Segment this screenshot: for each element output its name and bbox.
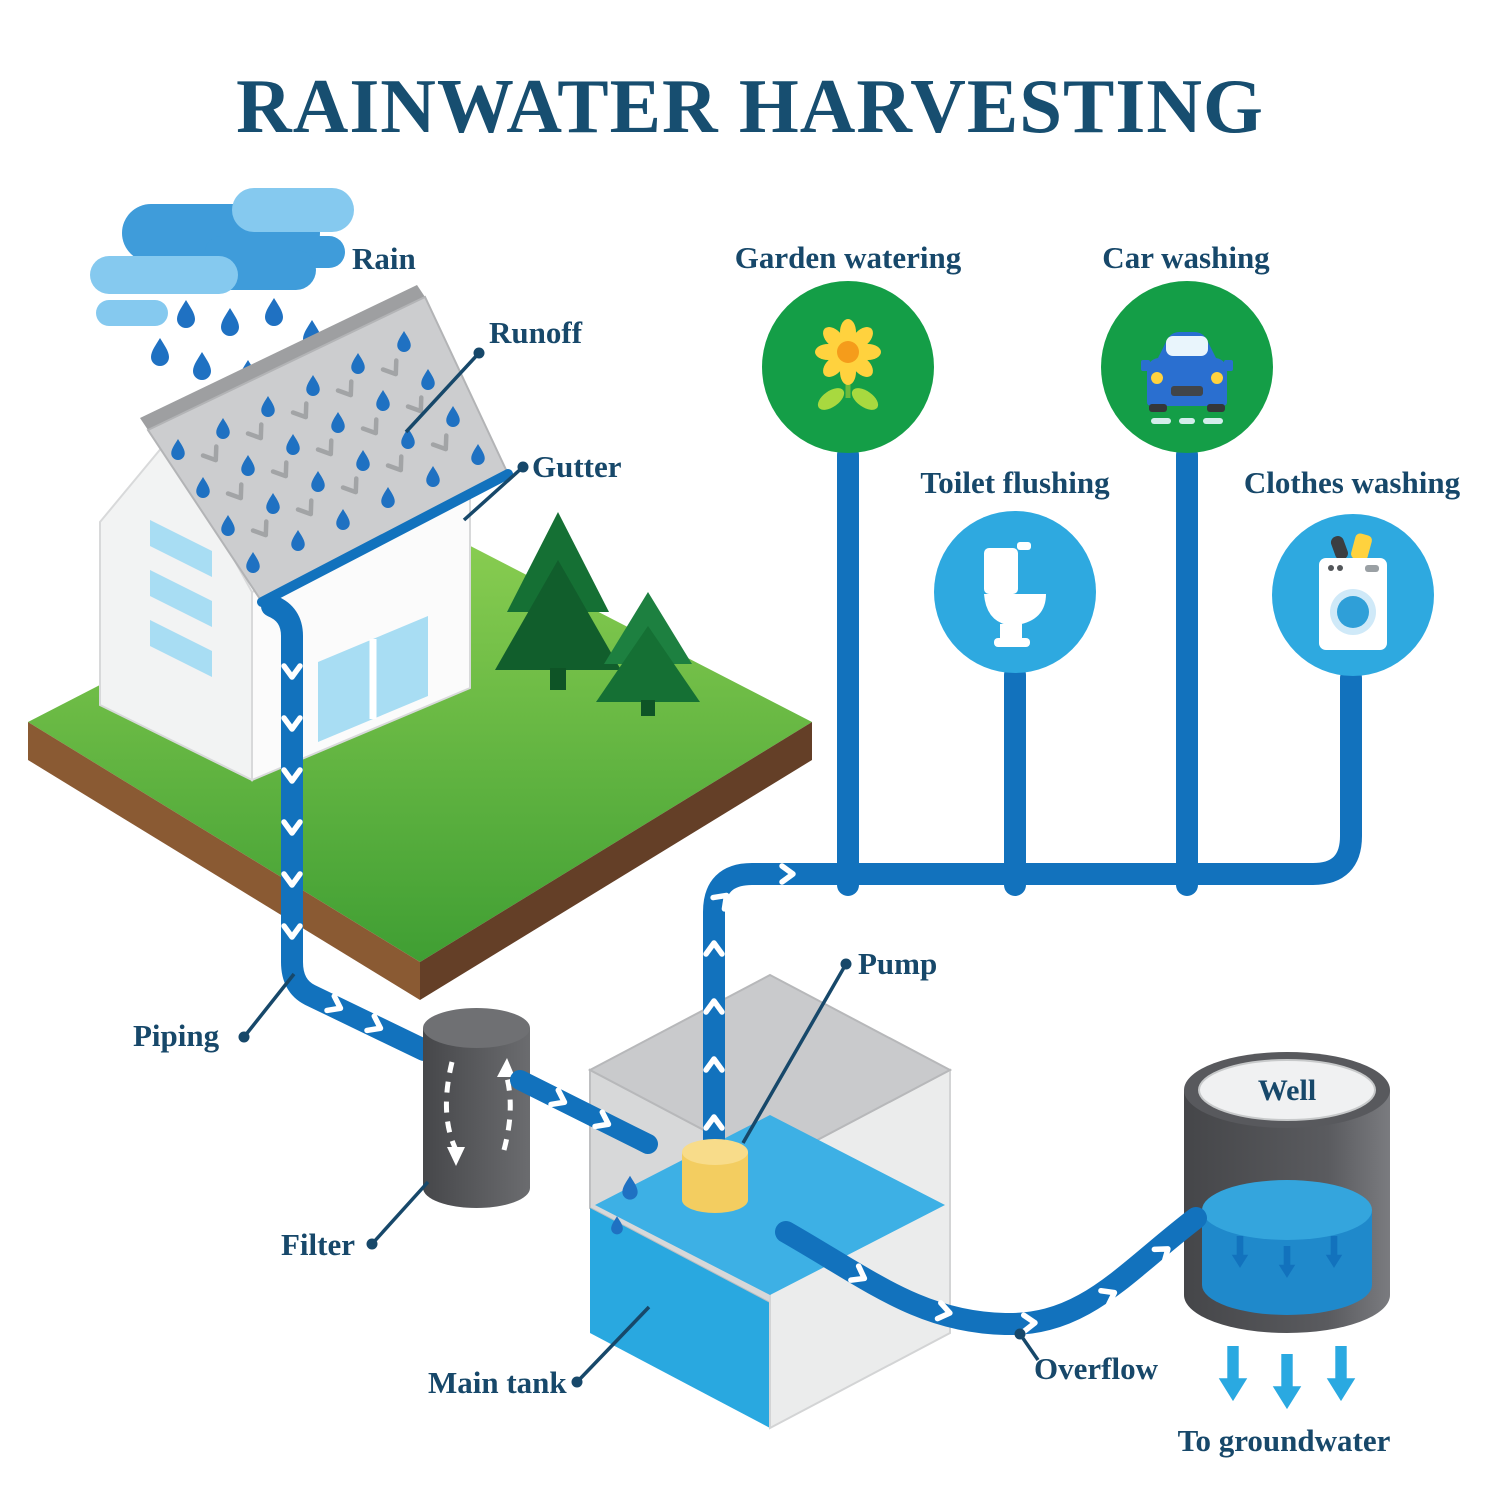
leader-lines	[238, 347, 1040, 1388]
label-piping: Piping	[133, 1018, 220, 1053]
roof-ridge-cap	[140, 285, 425, 430]
pump	[682, 1139, 748, 1213]
leader-overflow	[1014, 1328, 1040, 1361]
car-icon	[1141, 332, 1233, 424]
washing-machine-icon	[1319, 533, 1387, 650]
label-gutter: Gutter	[532, 449, 622, 484]
label-car-washing: Car washing	[1102, 240, 1270, 275]
sunflower-icon	[815, 319, 881, 410]
tank-water-front	[590, 1208, 770, 1428]
downpipe	[261, 595, 435, 1061]
main-tank	[587, 973, 953, 1430]
distribution-pipes	[703, 444, 1362, 1179]
toilet-icon	[984, 542, 1046, 647]
label-pump: Pump	[858, 946, 938, 981]
rain-cloud-icon	[90, 188, 354, 326]
pine-trees	[495, 512, 700, 716]
filter-to-tank-pipe	[510, 1070, 658, 1235]
well	[1184, 1052, 1390, 1333]
leader-gutter	[462, 461, 529, 522]
use-circles	[762, 281, 1434, 676]
label-runoff: Runoff	[489, 315, 583, 350]
label-rain: Rain	[352, 241, 416, 276]
leader-pump	[741, 958, 852, 1144]
label-well: Well	[1257, 1074, 1317, 1107]
filter-unit	[423, 1008, 530, 1208]
house	[99, 285, 513, 782]
page-title: RAINWATER HARVESTING	[236, 63, 1264, 149]
well-opening	[1198, 1059, 1376, 1121]
label-to-groundwater: To groundwater	[1177, 1423, 1391, 1458]
label-overflow: Overflow	[1034, 1351, 1158, 1386]
gable-windows	[150, 520, 212, 677]
pine-tree-icon	[495, 512, 621, 690]
groundwater-arrows	[1218, 1346, 1356, 1410]
leader-piping	[238, 972, 296, 1043]
label-clothes-washing: Clothes washing	[1243, 465, 1461, 500]
soil-right	[420, 722, 812, 1000]
leader-filter	[366, 1180, 430, 1250]
front-window	[318, 616, 428, 742]
label-filter: Filter	[281, 1227, 356, 1262]
label-main-tank: Main tank	[428, 1365, 567, 1400]
leader-main-tank	[571, 1305, 651, 1388]
label-garden-watering: Garden watering	[734, 240, 962, 275]
filter-flow-arrows	[443, 1061, 513, 1152]
leader-runoff	[404, 347, 485, 434]
overflow-pipe	[775, 1207, 1207, 1336]
soil-left	[28, 722, 420, 1000]
label-toilet-flushing: Toilet flushing	[920, 465, 1110, 500]
gutter-line	[257, 469, 513, 607]
pine-tree-icon	[596, 592, 700, 716]
